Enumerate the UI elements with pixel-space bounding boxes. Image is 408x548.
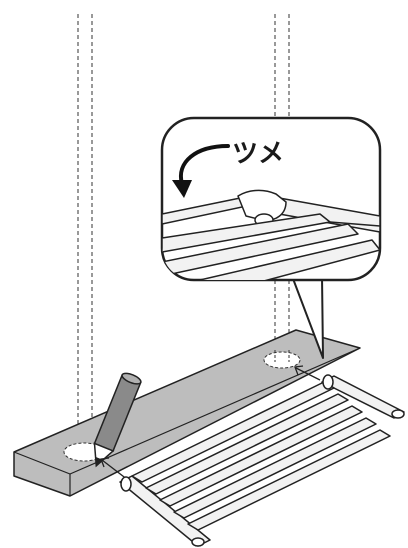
pole-guide-left	[77, 14, 93, 448]
callout-label: ツメ	[232, 139, 284, 169]
arrow-icon	[100, 365, 321, 481]
shelf-rack	[119, 374, 405, 547]
curved-arrow-icon	[172, 144, 230, 198]
pole-footprint-right	[263, 350, 301, 369]
callout-detail: ツメ	[160, 116, 382, 282]
